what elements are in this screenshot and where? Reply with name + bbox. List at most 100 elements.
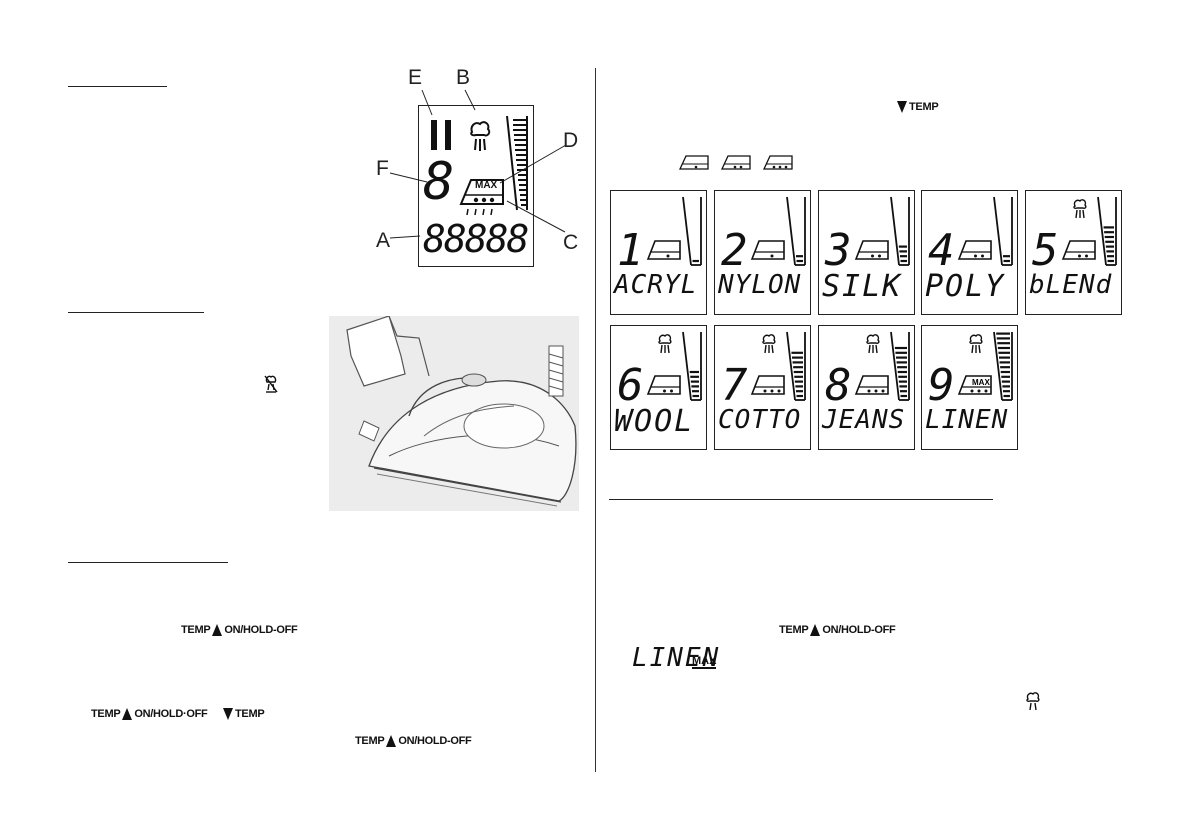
iron-dot bbox=[981, 254, 984, 258]
section-rule-display bbox=[68, 86, 167, 87]
iron-icon bbox=[750, 375, 785, 395]
arrow-up-icon bbox=[386, 735, 397, 747]
steam-icon bbox=[658, 334, 672, 354]
tile-digit: 5 bbox=[1032, 225, 1059, 276]
tile-fabric-name: JEANS bbox=[822, 405, 906, 435]
iron-max-icon bbox=[459, 179, 504, 216]
max-label: MAX bbox=[972, 378, 990, 387]
tile-digit: 4 bbox=[928, 225, 955, 276]
on-hold-off-label: ON/HOLD-OFF bbox=[398, 735, 472, 747]
tile-digit: 8 bbox=[825, 360, 852, 411]
temp-label: TEMP bbox=[91, 708, 121, 720]
iron-photo bbox=[329, 316, 579, 511]
steam-icon bbox=[866, 334, 880, 354]
temp-down-label-2: TEMP bbox=[897, 101, 939, 113]
steam-icon bbox=[470, 121, 491, 151]
arrow-down-icon bbox=[223, 708, 233, 720]
iron-three-dot-icon bbox=[762, 155, 793, 170]
temp-label: TEMP bbox=[355, 735, 385, 747]
tile-digit: 3 bbox=[825, 225, 852, 276]
section-rule-right bbox=[609, 499, 993, 500]
section-rule-anticalc bbox=[68, 312, 204, 313]
linen-display-text: LINEN bbox=[632, 643, 721, 673]
tile-icons: MAX bbox=[957, 331, 1013, 401]
tile-fabric-name: bLENd bbox=[1029, 270, 1113, 300]
pause-icon bbox=[431, 120, 451, 150]
section-rule-operation bbox=[68, 562, 228, 563]
iron-icon bbox=[854, 375, 889, 395]
tile-icons bbox=[854, 331, 910, 401]
temp-up-on-hold-off-label-1: TEMP ON/HOLD-OFF bbox=[181, 624, 298, 636]
iron-dot bbox=[1078, 254, 1081, 258]
steam-icon bbox=[969, 334, 983, 354]
tile-icons bbox=[750, 196, 806, 266]
iron-icon bbox=[750, 240, 785, 260]
iron-dot bbox=[974, 254, 977, 258]
callout-c: C bbox=[563, 231, 579, 254]
iron-dot bbox=[970, 389, 974, 393]
tile-fabric-name: ACRYL bbox=[614, 270, 698, 300]
iron-dot bbox=[770, 389, 774, 393]
iron-dot bbox=[663, 389, 666, 393]
tile-fabric-name: WOOL bbox=[614, 404, 695, 439]
iron-two-dot-icon bbox=[720, 155, 751, 170]
iron-dot bbox=[770, 254, 774, 258]
tile-digit: 1 bbox=[617, 225, 644, 276]
steam-icon bbox=[1026, 692, 1040, 711]
tile-icons bbox=[957, 196, 1013, 266]
iron-dot bbox=[871, 254, 874, 258]
steam-icon bbox=[762, 334, 776, 354]
temp-up-on-hold-off-label-2: TEMP ON/HOLD·OFF bbox=[91, 708, 208, 720]
iron-dot bbox=[867, 389, 871, 393]
iron-dot bbox=[878, 254, 881, 258]
iron-dot bbox=[777, 389, 781, 393]
tile-digit: 7 bbox=[721, 360, 748, 411]
iron-one-dot-icon bbox=[678, 155, 709, 170]
fabric-text-segments: 88888 bbox=[423, 217, 529, 261]
temp-label: TEMP bbox=[909, 101, 939, 113]
on-hold-off-label: ON/HOLD-OFF bbox=[224, 624, 298, 636]
iron-dot bbox=[977, 389, 981, 393]
callout-d: D bbox=[563, 129, 579, 152]
tile-icons bbox=[854, 196, 910, 266]
callout-a: A bbox=[376, 229, 391, 252]
iron-icon bbox=[957, 375, 992, 395]
tile-icons bbox=[750, 331, 806, 401]
temp-up-on-hold-off-label-4: TEMP ON/HOLD-OFF bbox=[779, 624, 896, 636]
tile-fabric-name: POLY bbox=[925, 269, 1006, 304]
heat-level-bar bbox=[506, 115, 528, 211]
on-hold-off-label: ON/HOLD·OFF bbox=[134, 708, 208, 720]
steam-icon bbox=[1073, 199, 1087, 219]
iron-dot bbox=[984, 389, 988, 393]
iron-max-label: MAX bbox=[475, 180, 498, 191]
main-lcd-display: 8 MAX 88888 bbox=[418, 105, 534, 267]
iron-icon bbox=[957, 240, 992, 260]
iron-icon bbox=[646, 375, 681, 395]
iron-dot bbox=[763, 389, 767, 393]
arrow-up-icon bbox=[122, 708, 133, 720]
iron-dot bbox=[1085, 254, 1088, 258]
callout-f: F bbox=[376, 157, 389, 180]
tile-fabric-name: NYLON bbox=[718, 270, 802, 300]
tile-digit: 2 bbox=[721, 225, 748, 276]
temp-label: TEMP bbox=[181, 624, 211, 636]
iron-dot bbox=[670, 389, 673, 393]
tile-digit: 6 bbox=[617, 360, 644, 411]
callout-e: E bbox=[408, 66, 423, 89]
iron-dot bbox=[881, 389, 885, 393]
iron-icon bbox=[1061, 240, 1096, 260]
tile-icons bbox=[1061, 196, 1117, 266]
tile-icons bbox=[646, 196, 702, 266]
tile-fabric-name: LINEN bbox=[925, 405, 1009, 435]
temp-down-label-1: TEMP bbox=[223, 708, 265, 720]
iron-dot bbox=[666, 254, 670, 258]
